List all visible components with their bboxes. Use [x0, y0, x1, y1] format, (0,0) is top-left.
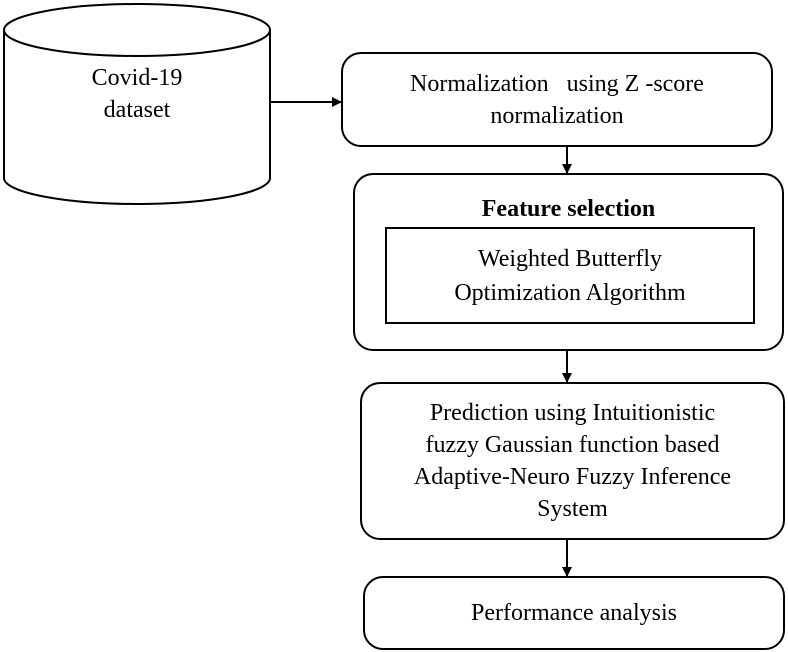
prediction-line3: Adaptive-Neuro Fuzzy Inference [413, 464, 732, 490]
performance-analysis-box: Performance analysis [363, 576, 785, 650]
butterfly-optimization-line1: Weighted Butterfly [477, 245, 663, 272]
prediction-line1: Prediction using Intuitionistic [429, 400, 716, 426]
normalization-line2: normalization [490, 102, 624, 129]
feature-selection-box: Feature selection [353, 173, 784, 351]
feature-selection-title: Feature selection [481, 196, 656, 222]
database-label-line2: dataset [103, 97, 171, 123]
normalization-box: Normalization using Z -score normalizati… [341, 52, 773, 147]
prediction-line4: System [537, 496, 608, 522]
database-label-line1: Covid-19 [91, 65, 183, 91]
database-cylinder-icon [3, 3, 271, 205]
butterfly-optimization-box: Weighted Butterfly Optimization Algorith… [385, 227, 755, 324]
butterfly-optimization-line2: Optimization Algorithm [454, 279, 686, 306]
prediction-box: Prediction using Intuitionistic fuzzy Ga… [360, 382, 785, 540]
normalization-line1: Normalization using Z -score [410, 70, 704, 97]
prediction-line2: fuzzy Gaussian function based [425, 432, 720, 458]
database-label: Covid-19 dataset [4, 62, 270, 126]
performance-analysis-label: Performance analysis [471, 600, 677, 626]
